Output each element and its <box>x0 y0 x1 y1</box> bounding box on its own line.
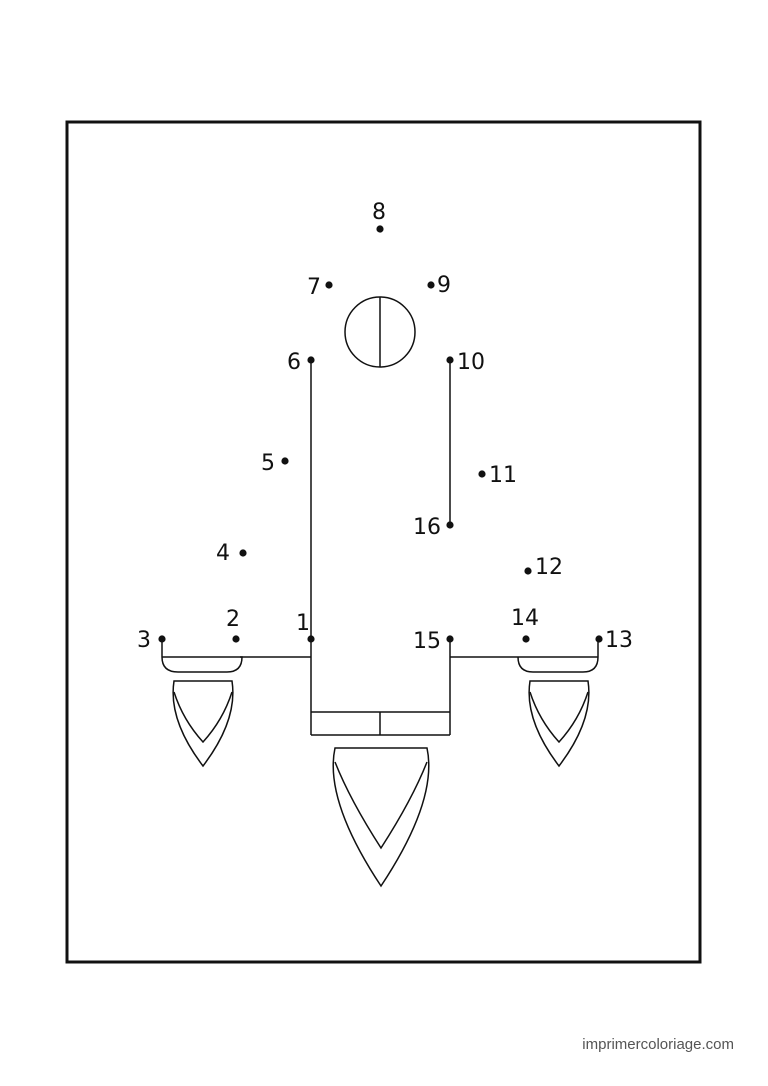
dot-marker <box>427 281 435 289</box>
dot-marker <box>446 635 454 643</box>
dot-marker <box>232 635 240 643</box>
dot-5: 5 <box>261 451 289 476</box>
site-credit: imprimercoloriage.com <box>582 1036 734 1053</box>
dot-label: 3 <box>137 628 151 653</box>
dot-label: 9 <box>437 273 451 298</box>
dot-3: 3 <box>137 628 166 653</box>
dot-label: 1 <box>296 611 310 636</box>
dot-13: 13 <box>595 628 633 653</box>
dot-10: 10 <box>446 350 485 375</box>
dot-label: 8 <box>372 200 386 225</box>
dot-label: 11 <box>489 463 517 488</box>
dot-label: 4 <box>216 541 230 566</box>
dot-marker <box>158 635 166 643</box>
dot-7: 7 <box>307 275 333 300</box>
dot-11: 11 <box>478 463 517 488</box>
dot-label: 12 <box>535 555 563 580</box>
dot-8: 8 <box>372 200 386 233</box>
dot-label: 7 <box>307 275 321 300</box>
dot-marker <box>325 281 333 289</box>
dot-label: 16 <box>413 515 441 540</box>
dot-14: 14 <box>511 606 539 643</box>
dot-4: 4 <box>216 541 247 566</box>
dot-15: 15 <box>413 629 454 654</box>
dot-1: 1 <box>296 611 315 643</box>
dot-9: 9 <box>427 273 451 298</box>
dot-label: 15 <box>413 629 441 654</box>
dot-marker <box>524 567 532 575</box>
dot-label: 13 <box>605 628 633 653</box>
dot-marker <box>478 470 486 478</box>
dot-label: 14 <box>511 606 539 631</box>
dot-2: 2 <box>226 607 240 643</box>
rocket-drawing <box>161 296 599 888</box>
dot-12: 12 <box>524 555 563 580</box>
dot-marker <box>446 356 454 364</box>
dot-16: 16 <box>413 515 454 540</box>
page-frame <box>65 120 702 964</box>
dot-label: 10 <box>457 350 485 375</box>
dot-marker <box>522 635 530 643</box>
dot-label: 6 <box>287 350 301 375</box>
dot-marker <box>307 635 315 643</box>
dot-marker <box>595 635 603 643</box>
dot-marker <box>281 457 289 465</box>
dot-marker <box>446 521 454 529</box>
dot-label: 5 <box>261 451 275 476</box>
dot-marker <box>307 356 315 364</box>
dot-6: 6 <box>287 350 315 375</box>
dot-marker <box>376 225 384 233</box>
dot-marker <box>239 549 247 557</box>
dot-label: 2 <box>226 607 240 632</box>
